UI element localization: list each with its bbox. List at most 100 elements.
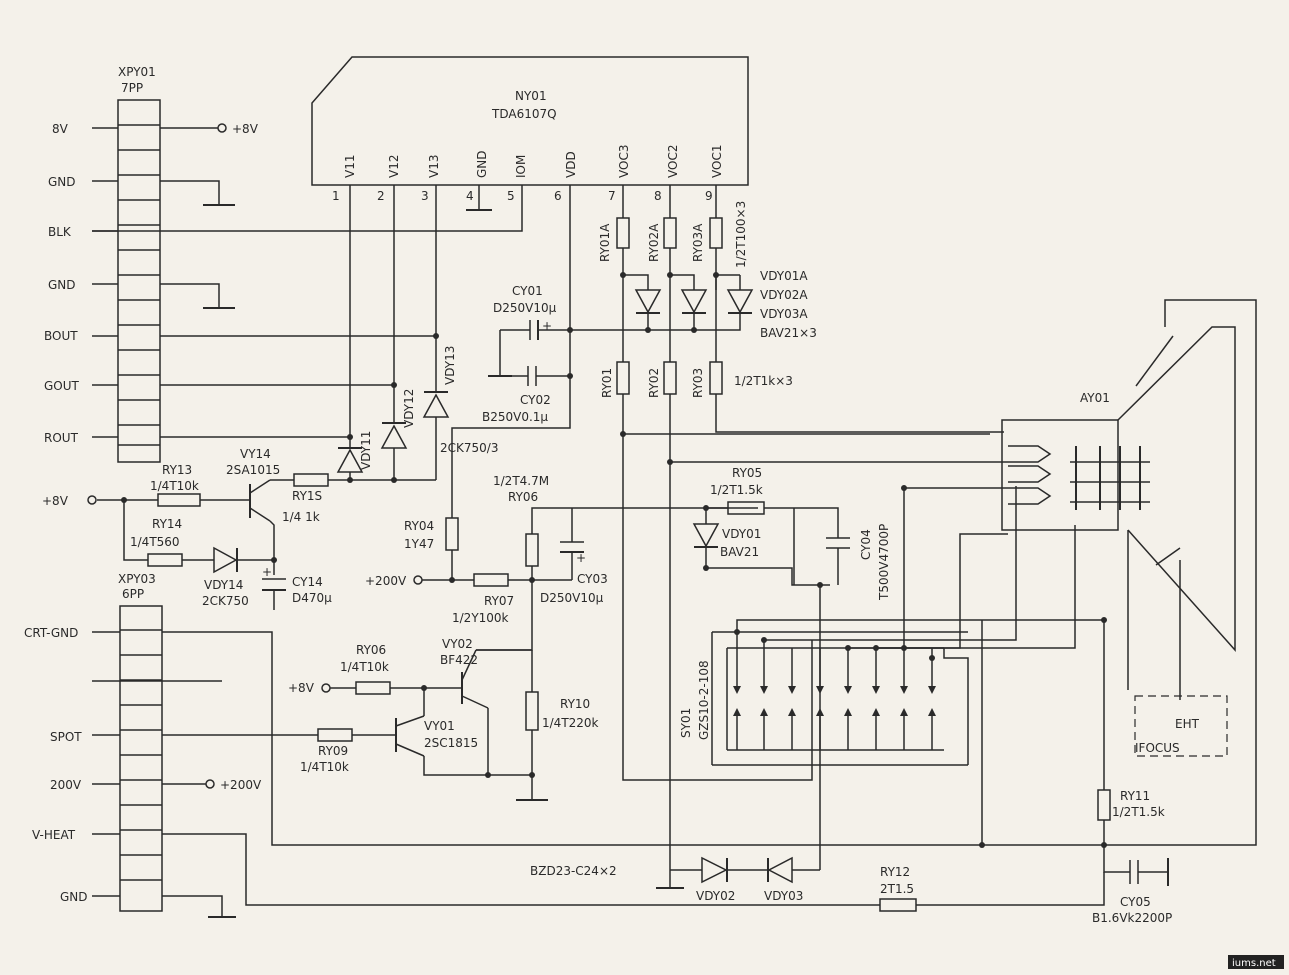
spot-killer: RY06 1/4T10k +8V VY02 BF422 RY09 1/4T10k…	[162, 637, 535, 778]
xpy03-type: 6PP	[122, 587, 144, 601]
vdy03-label: VDY03	[764, 889, 803, 903]
xpy03-pin-v-heat: V-HEAT	[32, 828, 76, 842]
xpy01-pin-blk: BLK	[48, 225, 72, 239]
xpy03-ref: XPY03	[118, 572, 156, 586]
ry0xa-val: 1/2T100×3	[734, 201, 748, 268]
bottom-plus8v: +8V	[288, 681, 315, 695]
ry15-ref: RY1S	[292, 489, 322, 503]
vy14-part: 2SA1015	[226, 463, 280, 477]
vdy03a-label: VDY03A	[760, 307, 808, 321]
vdy11-label: VDY11	[359, 431, 373, 470]
ic-pin-numbers: 1 2 3 4 5 6 7 8 9	[332, 189, 713, 203]
ry09-val: 1/4T10k	[300, 760, 349, 774]
ry14-ref: RY14	[152, 517, 182, 531]
vy01-ref: VY01	[424, 719, 455, 733]
supply-section: 2CK750/3 1/2T4.7M RY06 RY04 1Y47 +200V R…	[365, 441, 758, 801]
cy01-val: D250V10μ	[493, 301, 557, 315]
xpy03-pin-gnd: GND	[60, 890, 88, 904]
ic-pin-num-5: 5	[507, 189, 515, 203]
cy03-ref: CY03	[577, 572, 608, 586]
vdy14-ref: VDY14	[204, 578, 243, 592]
xpy03-pin-200v: 200V	[50, 778, 82, 792]
bzd-label: BZD23-C24×2	[530, 864, 617, 878]
cy04-ref: CY04	[859, 529, 873, 560]
ry04-ref: RY04	[404, 519, 434, 533]
ry02a-label: RY02A	[647, 223, 661, 262]
ry10-val: 1/4T220k	[542, 716, 599, 730]
vdy12-label: VDY12	[402, 389, 416, 428]
vdy01-part: BAV21	[720, 545, 759, 559]
cy14-ref: CY14	[292, 575, 323, 589]
ic-pin-name-2: V12	[387, 155, 401, 178]
crt-ay01: AY01 EHT IFOCUS RY11 1/2T1.5k	[1001, 326, 1236, 925]
ry10-ref: RY10	[560, 697, 590, 711]
xpy01-pin-bout: BOUT	[44, 329, 78, 343]
ry12-val: 2T1.5	[880, 882, 914, 896]
sy01-part: GZS10-2-108	[697, 660, 711, 740]
ry09-ref: RY09	[318, 744, 348, 758]
cy04-val: T500V4700P	[877, 524, 891, 601]
ry0x-val: 1/2T1k×3	[734, 374, 793, 388]
ic-pin-name-5: IOM	[514, 155, 528, 178]
ry02-label: RY02	[647, 368, 661, 398]
ic-pin-name-9: VOC1	[710, 145, 724, 178]
xpy01-pin-8v: 8V	[52, 122, 69, 136]
sy01-ref: SY01	[679, 708, 693, 738]
ry03a-label: RY03A	[691, 223, 705, 262]
ry15-val: 1/4 1k	[282, 510, 320, 524]
ry06-ref: RY06	[508, 490, 538, 504]
ic-part: TDA6107Q	[491, 107, 557, 121]
ry06b-val: 1/4T10k	[340, 660, 389, 674]
ic-pin-num-9: 9	[705, 189, 713, 203]
ry13-val: 1/4T10k	[150, 479, 199, 493]
ry05-ref: RY05	[732, 466, 762, 480]
cy03-plus: +	[576, 551, 586, 565]
d2ck750-label: 2CK750/3	[440, 441, 498, 455]
xpy03-net-200v: +200V	[220, 778, 262, 792]
xpy01-net-8v: +8V	[232, 122, 259, 136]
cy02-val: B250V0.1μ	[482, 410, 548, 424]
crt-socket-sy01: SY01 GZS10-2-108	[679, 485, 1104, 848]
ic-pin-name-6: VDD	[564, 151, 578, 178]
ic-pin-num-7: 7	[608, 189, 616, 203]
xpy01-ref: XPY01	[118, 65, 156, 79]
vdy01a-label: VDY01A	[760, 269, 808, 283]
ic-pin-num-2: 2	[377, 189, 385, 203]
cy05-ref: CY05	[1120, 895, 1151, 909]
mid-plus200v: +200V	[365, 574, 407, 588]
xpy01-pin-gout: GOUT	[44, 379, 80, 393]
ry06b-ref: RY06	[356, 643, 386, 657]
left-plus8v: +8V	[42, 494, 69, 508]
xpy03-pin-crt-gnd: CRT-GND	[24, 626, 78, 640]
ry04-val: 1Y47	[404, 537, 434, 551]
vy14-ref: VY14	[240, 447, 271, 461]
cy01-ref: CY01	[512, 284, 543, 298]
bav21x3-label: BAV21×3	[760, 326, 817, 340]
ry05-val: 1/2T1.5k	[710, 483, 763, 497]
ic-pin-name-1: V11	[343, 155, 357, 178]
watermark: iums.net	[1232, 958, 1276, 969]
xpy03-pin-spot: SPOT	[50, 730, 82, 744]
focus-label: IFOCUS	[1135, 741, 1180, 755]
ic-ny01: NY01 TDA6107Q V11 V12 V13 GND IOM VDD VO…	[92, 56, 749, 518]
ic-pin-name-8: VOC2	[666, 145, 680, 178]
ic-pin-name-7: VOC3	[617, 145, 631, 178]
zener-section: BZD23-C24×2 VDY02 VDY03 RY12 2T1.5	[530, 856, 1105, 912]
cy02-ref: CY02	[520, 393, 551, 407]
ry11-ref: RY11	[1120, 789, 1150, 803]
xpy01-pin-gnd-2: GND	[48, 278, 76, 292]
connector-xpy03: XPY03 6PP CRT-GND SPOT 200V V-HEAT GND +…	[24, 299, 1257, 918]
xpy01-pin-gnd-1: GND	[48, 175, 76, 189]
vy02-part: BF422	[440, 653, 478, 667]
vdy14-part: 2CK750	[202, 594, 249, 608]
ry13-ref: RY13	[162, 463, 192, 477]
ry03-label: RY03	[691, 368, 705, 398]
ry14-val: 1/4T560	[130, 535, 180, 549]
vdy02a-label: VDY02A	[760, 288, 808, 302]
ay01-ref: AY01	[1080, 391, 1110, 405]
ic-pin-num-4: 4	[466, 189, 474, 203]
ry11-val: 1/2T1.5k	[1112, 805, 1165, 819]
vy02-ref: VY02	[442, 637, 473, 651]
